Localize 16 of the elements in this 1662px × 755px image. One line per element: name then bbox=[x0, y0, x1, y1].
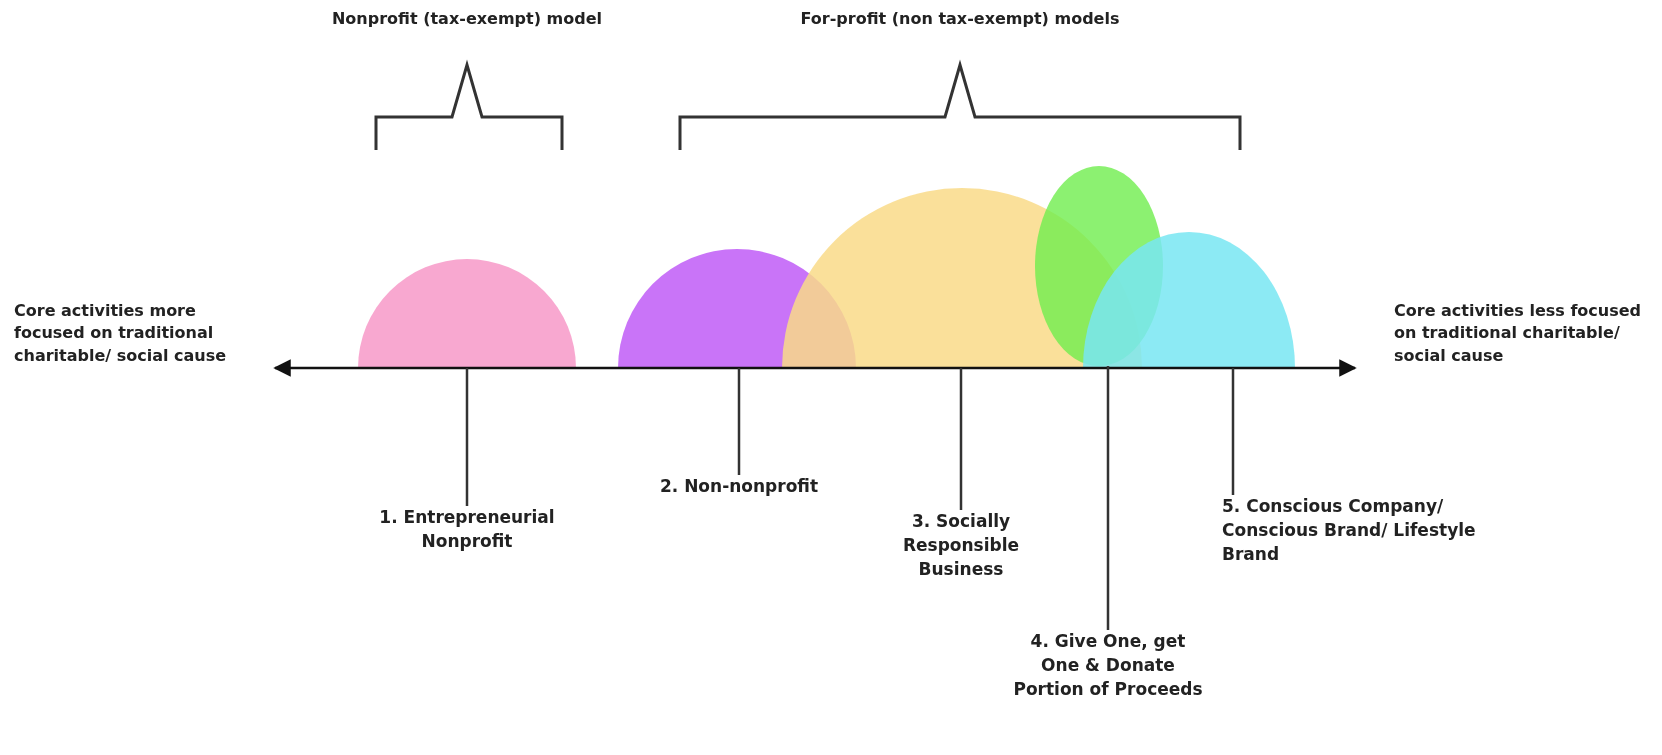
bracket-label: Nonprofit (tax-exempt) model bbox=[330, 8, 603, 30]
model-label: 1. Entrepreneurial Nonprofit bbox=[357, 506, 577, 554]
model-label: 4. Give One, get One & Donate Portion of Proceeds bbox=[1013, 630, 1203, 702]
leader-line bbox=[959, 368, 963, 510]
model-label: 2. Non-nonprofit bbox=[609, 475, 869, 499]
leader-line bbox=[1106, 366, 1110, 630]
semicircle-shape bbox=[358, 259, 576, 368]
leader-line bbox=[1231, 368, 1235, 495]
leader-line bbox=[737, 368, 741, 475]
model-label: 3. Socially Responsible Business bbox=[886, 510, 1036, 582]
axis-end-label: Core activities more focused on traditional charitable/ social cause bbox=[14, 300, 228, 367]
axis-end-label: Core activities less focused on traditional charitable/ social cause bbox=[1394, 300, 1643, 367]
model-label: 5. Conscious Company/ Conscious Brand/ Lifestyle Brand bbox=[1222, 495, 1477, 567]
leader-line bbox=[465, 368, 469, 506]
bracket-label: For-profit (non tax-exempt) models bbox=[799, 8, 1121, 30]
semicircle-shape bbox=[1083, 232, 1295, 368]
